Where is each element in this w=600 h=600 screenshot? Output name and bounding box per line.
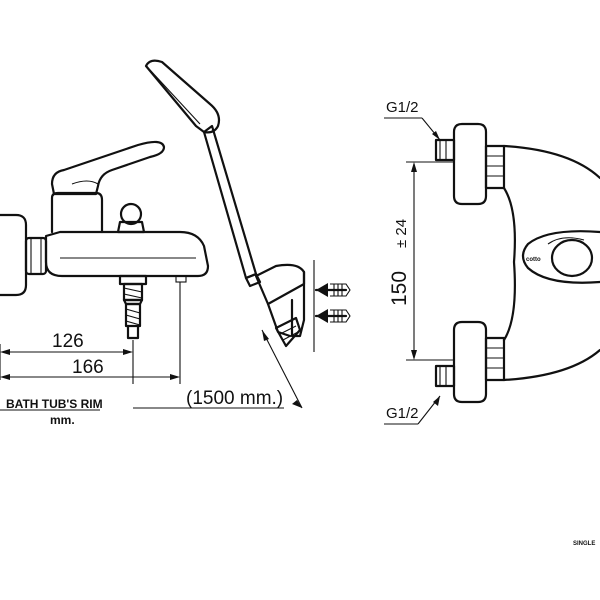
dim-126-label: 126	[52, 331, 84, 352]
brand-mark: cotto	[526, 257, 541, 263]
mm-note: mm.	[50, 413, 75, 427]
hand-shower	[144, 59, 262, 288]
side-view-mixer	[0, 140, 210, 340]
front-view-mixer	[434, 122, 600, 404]
shower-holder	[254, 263, 306, 348]
footer-caption: SINGLE	[573, 541, 595, 547]
dim-hose-length-label: (1500 mm.)	[186, 388, 283, 409]
wall-anchors	[313, 260, 351, 352]
dim-tolerance-label: ± 24	[393, 219, 410, 248]
upper-inlet	[434, 122, 506, 206]
front-dimensions	[384, 117, 454, 425]
side-inlet-thread	[122, 282, 144, 340]
thread-bottom-label: G1/2	[386, 405, 419, 422]
lower-inlet	[434, 320, 506, 404]
dim-166-label: 166	[72, 357, 104, 378]
bath-rim-note: BATH TUB'S RIM	[6, 397, 103, 411]
thread-top-label: G1/2	[386, 99, 419, 116]
dim-spacing-label: 150	[388, 271, 411, 306]
side-dimensions	[0, 282, 303, 411]
